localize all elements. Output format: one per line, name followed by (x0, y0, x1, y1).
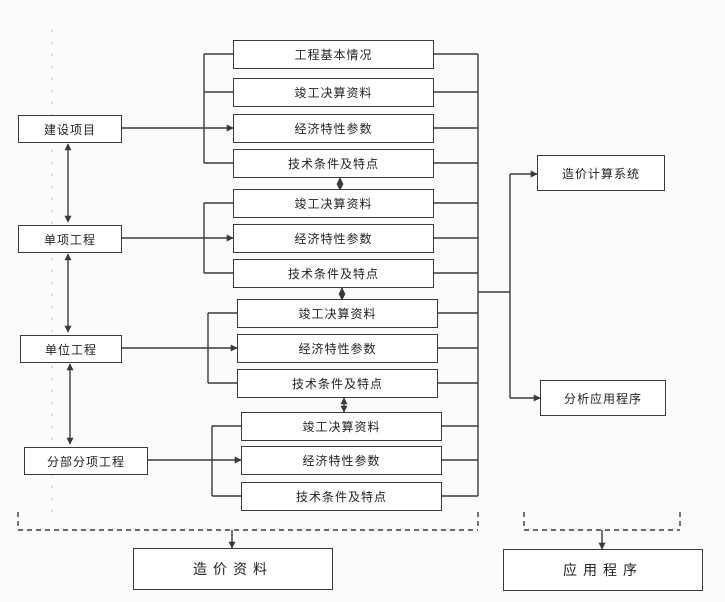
level-box-project: 建设项目 (18, 115, 122, 143)
item-label: 技术条件及特点 (291, 377, 383, 391)
item-label: 工程基本情况 (294, 48, 373, 62)
item-label: 竣工决算资料 (294, 197, 373, 211)
level-label: 分部分项工程 (46, 454, 125, 469)
item-box: 工程基本情况 (233, 40, 434, 69)
analysis-application-box: 分析应用程序 (540, 380, 666, 416)
application-program-label: 应用程序 (563, 563, 643, 579)
item-box: 竣工决算资料 (237, 299, 438, 328)
item-label: 竣工决算资料 (298, 307, 377, 321)
item-label: 竣工决算资料 (294, 86, 373, 100)
system-label: 造价计算系统 (561, 166, 640, 181)
level-box-single-item: 单项工程 (18, 225, 122, 253)
analysis-label: 分析应用程序 (563, 391, 642, 406)
item-box: 经济特性参数 (233, 114, 434, 143)
level-label: 建设项目 (43, 122, 96, 137)
item-box: 经济特性参数 (237, 334, 438, 363)
item-label: 技术条件及特点 (295, 490, 387, 504)
application-program-box: 应用程序 (503, 549, 703, 591)
level-label: 单位工程 (44, 342, 97, 357)
item-box: 经济特性参数 (241, 446, 442, 475)
item-label: 技术条件及特点 (287, 267, 379, 281)
item-label: 技术条件及特点 (287, 157, 379, 171)
item-label: 经济特性参数 (302, 454, 381, 468)
level-label: 单项工程 (43, 232, 96, 247)
cost-data-box: 造价资料 (133, 548, 333, 590)
item-label: 经济特性参数 (298, 342, 377, 356)
item-box: 技术条件及特点 (237, 369, 438, 398)
level-box-unit: 单位工程 (20, 335, 122, 363)
item-box: 经济特性参数 (233, 224, 434, 253)
item-box: 技术条件及特点 (233, 259, 434, 288)
item-box: 竣工决算资料 (233, 78, 434, 107)
item-box: 竣工决算资料 (241, 412, 442, 441)
item-label: 经济特性参数 (294, 232, 373, 246)
item-box: 技术条件及特点 (233, 149, 434, 178)
level-box-subdivision: 分部分项工程 (24, 447, 148, 475)
item-label: 竣工决算资料 (302, 420, 381, 434)
cost-data-label: 造价资料 (193, 562, 273, 578)
item-box: 技术条件及特点 (241, 482, 442, 511)
cost-calculation-system-box: 造价计算系统 (537, 155, 665, 191)
item-label: 经济特性参数 (294, 122, 373, 136)
item-box: 竣工决算资料 (233, 189, 434, 218)
